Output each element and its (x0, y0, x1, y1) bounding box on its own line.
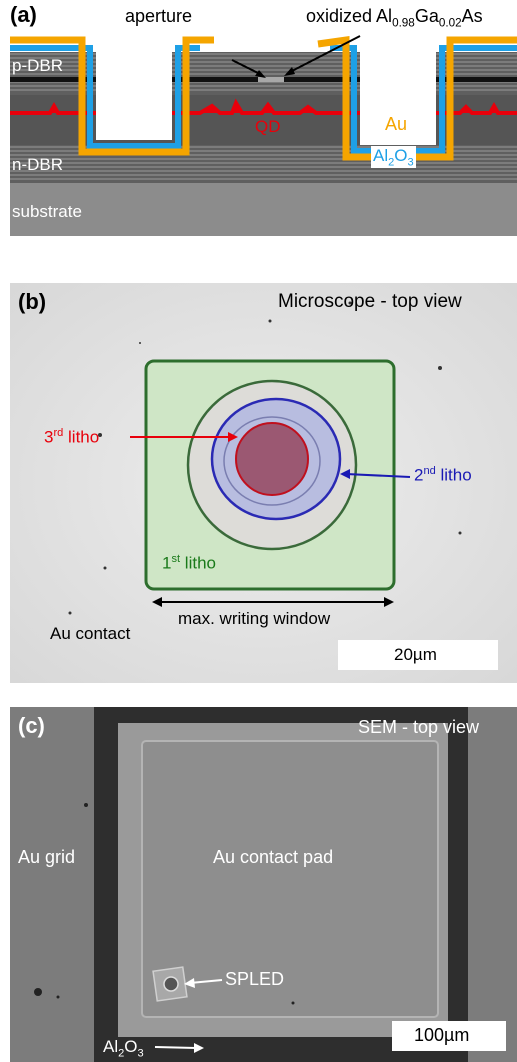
layer-stack-diagram (10, 0, 517, 236)
sem-title: SEM - top view (358, 717, 480, 737)
spled-arrow (189, 979, 223, 984)
aperture-opening (258, 77, 284, 82)
panel-b: (b) Microscope - top view 3rd litho 2nd … (10, 283, 517, 683)
contact-pad (141, 740, 439, 1018)
spled-label: SPLED (225, 969, 285, 989)
litho2-label: 2nd litho (414, 465, 472, 485)
trench-left (96, 40, 172, 140)
al2o3-arrow (154, 1046, 197, 1049)
litho2-arrow (345, 473, 411, 478)
au-left (10, 36, 214, 156)
panel-a-label: (a) (10, 2, 37, 27)
au-contact-label: Au contact (50, 624, 131, 643)
scalebar-c-label: 100µm (414, 1025, 470, 1045)
au-grid-label: Au grid (18, 847, 76, 867)
microscope-image (10, 283, 517, 683)
aperture-arrow (231, 59, 263, 76)
substrate-layer (10, 183, 517, 236)
oxide-arrow (289, 35, 361, 73)
oxidized-label: oxidized Al0.98Ga0.02As (306, 6, 483, 30)
scalebar-b-label: 20µm (394, 645, 437, 664)
microscope-title: Microscope - top view (278, 291, 462, 312)
qd-label: QD (255, 117, 281, 136)
litho3-label: 3rd litho (44, 427, 100, 447)
window-label: max. writing window (178, 609, 331, 628)
panel-c-label: (c) (18, 713, 45, 738)
substrate-label: substrate (12, 202, 82, 221)
al2o3-left (10, 45, 200, 149)
n-dbr-label: n-DBR (12, 155, 64, 174)
sem-specks (34, 803, 295, 1005)
panel-b-label: (b) (18, 289, 47, 314)
litho1-label: 1st litho (162, 553, 216, 573)
sem-image (10, 707, 517, 1062)
au-pad-label: Au contact pad (213, 847, 334, 867)
panel-c: (c) SEM - top view Au grid Au contact pa… (10, 707, 517, 1062)
al2o3-label-a: Al2O3 (371, 146, 416, 169)
p-dbr-label: p-DBR (12, 56, 64, 75)
scalebar-c (392, 1021, 506, 1051)
panel-a: (a) aperture oxidized Al0.98Ga0.02As p-D… (0, 0, 517, 240)
al2o3-label-c: Al2O3 (103, 1037, 144, 1060)
aperture-label: aperture (125, 6, 193, 26)
scalebar-b (338, 640, 498, 670)
trench-right (360, 40, 436, 145)
au-label: Au (385, 114, 408, 134)
litho3-disk (235, 422, 309, 496)
